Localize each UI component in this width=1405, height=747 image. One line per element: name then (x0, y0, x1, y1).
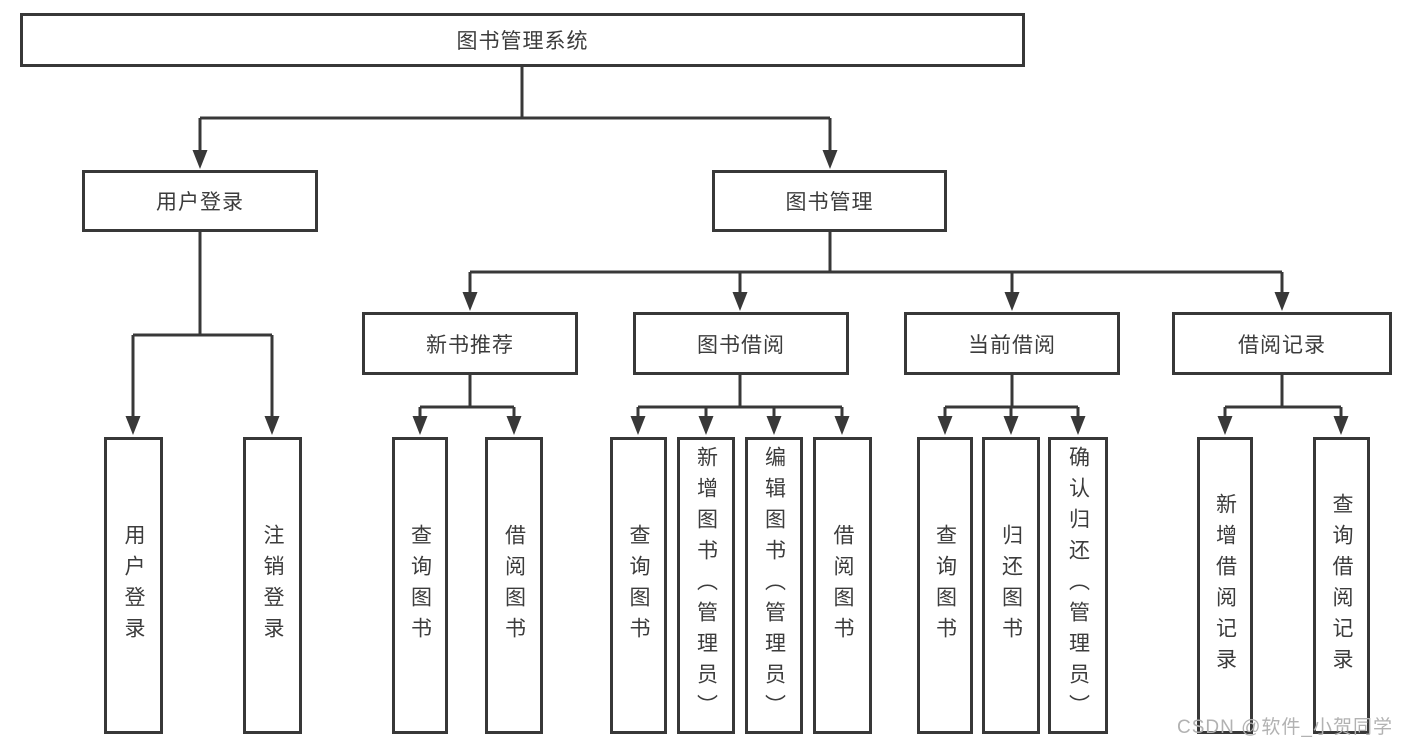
arrowhead (1004, 292, 1020, 311)
arrowhead (1003, 416, 1019, 435)
leaf-label: 查询图书 (627, 523, 651, 648)
leaf-label: 编辑图书（管理员） (762, 446, 786, 725)
arrowhead (834, 416, 850, 435)
leaf-label: 新增图书（管理员） (694, 446, 718, 725)
node-new-book-recommend: 新书推荐 (362, 312, 578, 375)
node-book-borrowing: 图书借阅 (633, 312, 849, 375)
leaf-label: 查询图书 (408, 523, 432, 648)
leaf-label: 查询图书 (933, 523, 957, 648)
connector-current-borrowing (937, 375, 1086, 435)
node-bb-add-books-admin: 新增图书（管理员） (677, 437, 735, 734)
node-cb-return-books: 归还图书 (982, 437, 1040, 734)
node-cb-query-books: 查询图书 (917, 437, 973, 734)
arrowhead (1333, 416, 1349, 435)
connector-book-management (462, 232, 1290, 311)
node-nbr-borrow-books: 借阅图书 (485, 437, 543, 734)
arrowhead (1217, 416, 1233, 435)
node-leaf-logout: 注销登录 (243, 437, 302, 734)
arrowhead (1274, 292, 1290, 311)
arrowhead (506, 416, 522, 435)
leaf-label: 借阅图书 (831, 523, 855, 648)
leaf-label: 注销登录 (261, 523, 285, 648)
connector-root-to-level2 (192, 67, 838, 169)
node-current-borrowing: 当前借阅 (904, 312, 1120, 375)
node-user-login: 用户登录 (82, 170, 318, 232)
node-br-query-record: 查询借阅记录 (1313, 437, 1370, 734)
node-cb-confirm-return-admin: 确认归还（管理员） (1048, 437, 1108, 734)
leaf-label: 新增借阅记录 (1213, 492, 1237, 679)
node-book-management: 图书管理 (712, 170, 947, 232)
connector-book-borrowing (630, 375, 850, 435)
node-bb-borrow-books: 借阅图书 (813, 437, 872, 734)
connector-borrowing-records (1217, 375, 1349, 435)
arrowhead (822, 150, 838, 169)
node-nbr-query-books: 查询图书 (392, 437, 448, 734)
node-borrowing-records: 借阅记录 (1172, 312, 1392, 375)
arrowhead (192, 150, 208, 169)
arrowhead (462, 292, 478, 311)
node-leaf-user-login: 用户登录 (104, 437, 163, 734)
leaf-label: 借阅图书 (502, 523, 526, 648)
node-bb-query-books: 查询图书 (610, 437, 667, 734)
arrowhead (766, 416, 782, 435)
node-library-system: 图书管理系统 (20, 13, 1025, 67)
arrowhead (732, 292, 748, 311)
arrowhead (698, 416, 714, 435)
node-br-add-record: 新增借阅记录 (1197, 437, 1253, 734)
leaf-label: 查询借阅记录 (1330, 492, 1354, 679)
arrowhead (937, 416, 953, 435)
arrowhead (630, 416, 646, 435)
arrowhead (1070, 416, 1086, 435)
arrowhead (125, 416, 141, 435)
connector-new-book-recommend (412, 375, 522, 435)
connector-user-login (125, 232, 280, 435)
arrowhead (264, 416, 280, 435)
node-bb-edit-books-admin: 编辑图书（管理员） (745, 437, 803, 734)
leaf-label: 确认归还（管理员） (1066, 446, 1090, 725)
arrowhead (412, 416, 428, 435)
leaf-label: 用户登录 (122, 523, 146, 648)
leaf-label: 归还图书 (999, 523, 1023, 648)
csdn-watermark: CSDN @软件_小贺同学 (1177, 717, 1393, 738)
